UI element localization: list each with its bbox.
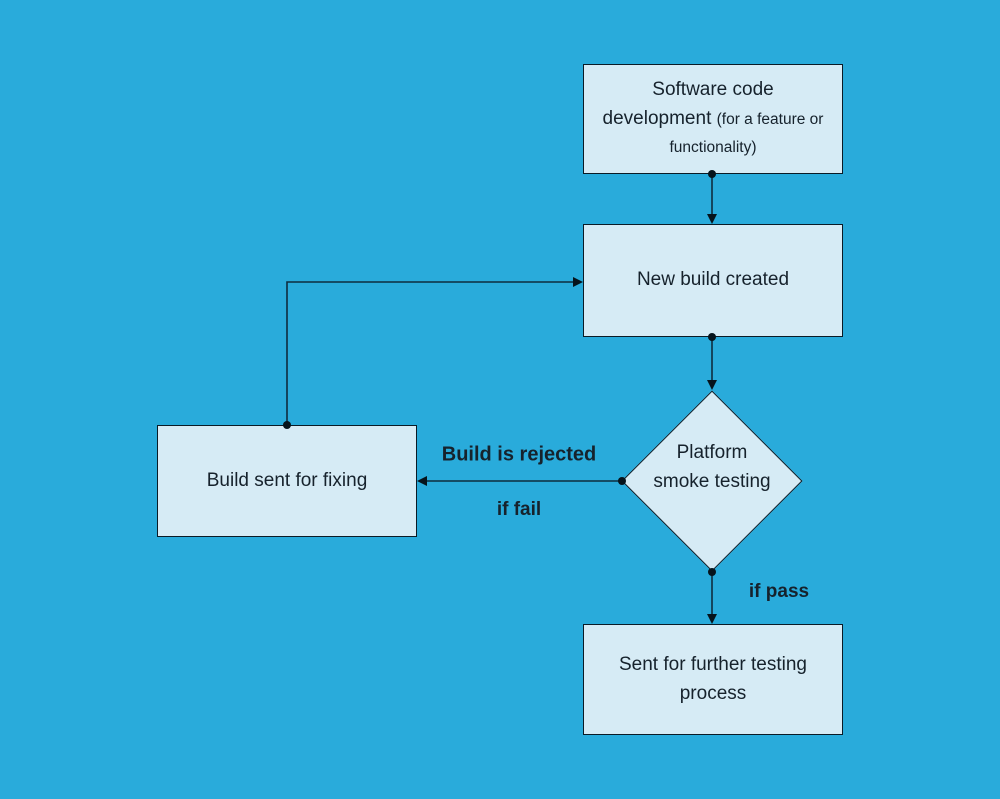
node-platform-smoke-testing-label: Platform smoke testing: [653, 442, 771, 493]
node-note-text: (for a feature or functionality): [669, 110, 824, 157]
node-build-sent-for-fixing: Build sent for fixing: [157, 425, 417, 537]
node-sent-for-further-testing: Sent for further testing process: [583, 624, 843, 735]
edge-fixing-to-newbuild: [286, 281, 575, 425]
node-title-text: Software code development: [602, 78, 774, 129]
arrowhead-right-icon: [573, 277, 583, 287]
node-new-build-created-label: New build created: [636, 269, 790, 291]
edge-label-if-fail: if fail: [496, 499, 542, 520]
node-software-code-development: Software code development (for a feature…: [583, 64, 843, 174]
edge-label-if-pass: if pass: [748, 581, 810, 602]
node-software-code-development-label: Software code development (for a feature…: [584, 76, 842, 163]
arrowhead-down-icon: [707, 380, 717, 390]
arrowhead-down-icon: [707, 614, 717, 624]
node-new-build-created: New build created: [583, 224, 843, 337]
arrowhead-down-icon: [707, 214, 717, 224]
arrowhead-left-icon: [417, 476, 427, 486]
node-build-sent-for-fixing-label: Build sent for fixing: [206, 469, 368, 491]
edge-label-build-rejected: Build is rejected: [441, 443, 597, 466]
node-sent-for-further-testing-label: Sent for further testing process: [619, 653, 807, 704]
